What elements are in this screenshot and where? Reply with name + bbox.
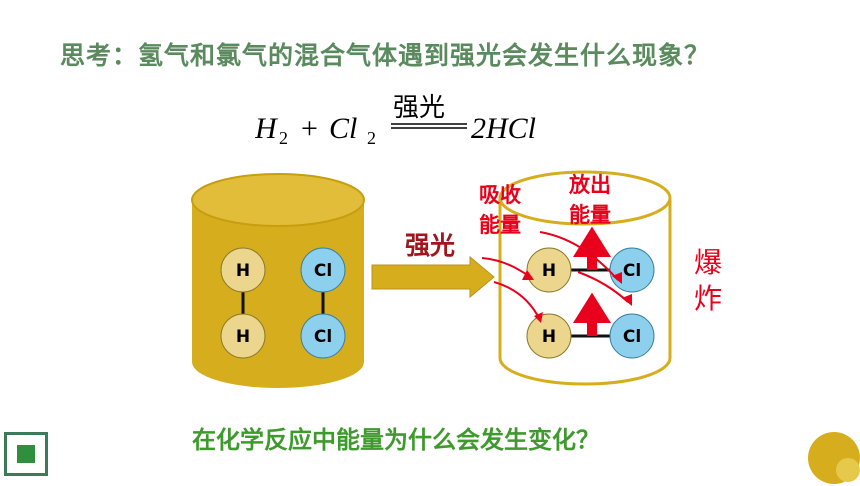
eq-h: H — [255, 112, 279, 145]
release-label: 能量 — [569, 203, 611, 227]
bottom-question: 在化学反应中能量为什么会发生变化？ — [192, 426, 600, 454]
atom-label: H — [542, 327, 556, 347]
atom-cl — [609, 313, 655, 359]
atom-h — [526, 313, 572, 359]
reaction-diagram: H Cl H Cl 强光 H Cl H Cl 吸收 能量 放出 能 — [191, 170, 722, 388]
slide-corner-icon — [4, 432, 48, 476]
release-label: 放出 — [568, 173, 611, 197]
decorative-dot — [808, 432, 860, 484]
atom-cl — [300, 313, 346, 359]
process-arrow — [371, 255, 495, 299]
atom-cl — [300, 247, 346, 293]
absorb-label: 吸收 — [479, 183, 521, 207]
absorb-label: 能量 — [479, 213, 521, 237]
atom-label: Cl — [623, 327, 641, 347]
eq-cl: Cl — [329, 112, 357, 145]
release-arrow-icon — [572, 226, 612, 270]
release-arrow-icon — [572, 292, 612, 336]
atom-h — [220, 247, 266, 293]
absorb-curve — [539, 231, 619, 281]
eq-product: 2HCl — [471, 112, 536, 145]
explosion-label: 爆 — [694, 246, 722, 279]
eq-condition: 强光 — [393, 93, 445, 123]
reaction-equation: H 2 + Cl 2 强光 2HCl — [255, 93, 536, 148]
eq-cl-sub: 2 — [367, 128, 376, 148]
eq-h-sub: 2 — [279, 128, 288, 148]
atom-label: H — [236, 261, 250, 281]
explosion-label: 炸 — [694, 282, 722, 315]
arrow-label: 强光 — [405, 231, 455, 260]
left-molecules: H Cl H Cl — [220, 247, 346, 359]
atom-label: Cl — [314, 261, 332, 281]
right-cylinder — [498, 170, 672, 386]
atom-label: H — [236, 327, 250, 347]
atom-label: Cl — [623, 261, 641, 281]
atom-label: H — [542, 261, 556, 281]
atom-h — [220, 313, 266, 359]
eq-plus: + — [301, 112, 318, 145]
question-title: 思考：氢气和氯气的混合气体遇到强光会发生什么现象？ — [60, 41, 711, 70]
atom-label: Cl — [314, 327, 332, 347]
